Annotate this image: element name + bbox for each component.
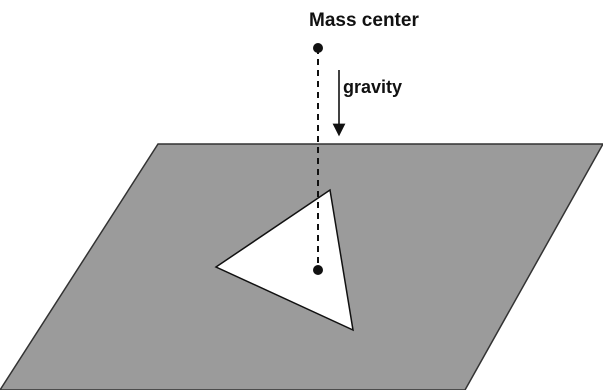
mass-center-point: [313, 43, 323, 53]
gravity-label: gravity: [343, 77, 402, 97]
projected-mass-center-point: [313, 265, 323, 275]
mass-center-label: Mass center: [309, 10, 419, 31]
